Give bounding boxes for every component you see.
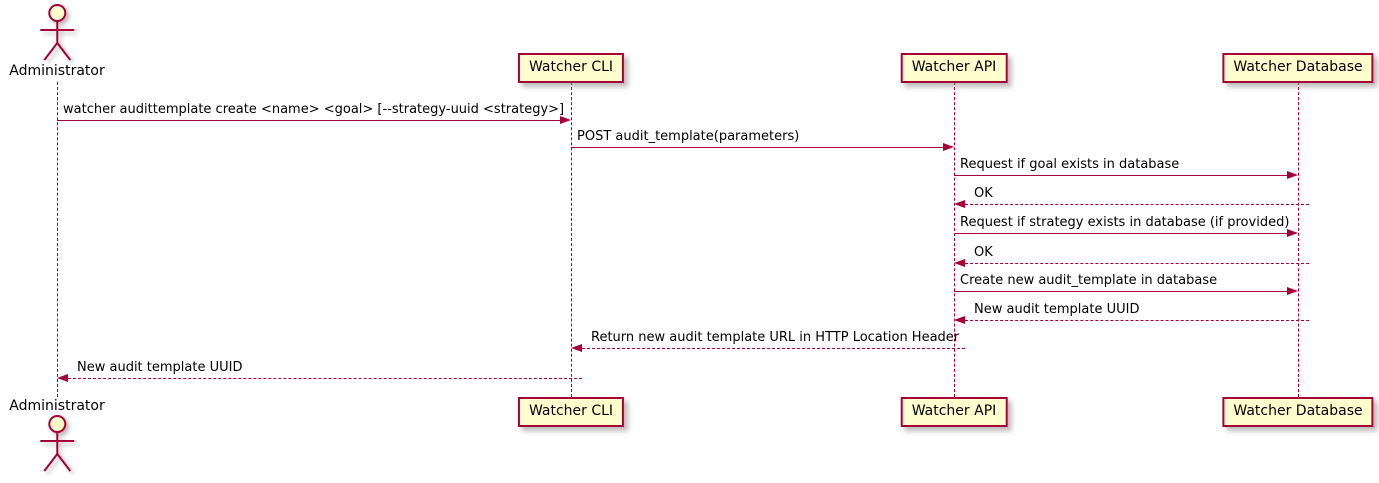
participant-watcher-database-bottom: Watcher Database bbox=[1222, 397, 1374, 427]
message-line-4 bbox=[965, 204, 1309, 205]
lifeline-administrator bbox=[57, 82, 58, 397]
message-arrowhead-1 bbox=[560, 116, 571, 124]
participant-watcher-cli-top: Watcher CLI bbox=[517, 53, 625, 83]
participant-watcher-api-top: Watcher API bbox=[900, 53, 1008, 83]
message-label-1: watcher audittemplate create <name> <goa… bbox=[63, 102, 565, 117]
actor-label: Administrator bbox=[9, 63, 105, 79]
message-label-9: Return new audit template URL in HTTP Lo… bbox=[591, 330, 960, 345]
message-line-2 bbox=[571, 147, 943, 148]
message-label-2: POST audit_template(parameters) bbox=[577, 129, 800, 144]
lifeline-watcher-database bbox=[1298, 82, 1299, 397]
actor-person-icon bbox=[40, 415, 74, 472]
lifeline-watcher-cli bbox=[571, 82, 572, 397]
lifeline-watcher-api bbox=[954, 82, 955, 397]
message-line-1 bbox=[57, 120, 560, 121]
message-arrowhead-10 bbox=[57, 374, 68, 382]
actor-administrator-top: Administrator bbox=[9, 3, 105, 79]
message-label-8: New audit template UUID bbox=[974, 302, 1140, 317]
message-line-7 bbox=[954, 291, 1287, 292]
actor-person-icon bbox=[40, 4, 74, 61]
message-label-5: Request if strategy exists in database (… bbox=[960, 215, 1290, 230]
message-arrowhead-6 bbox=[954, 259, 965, 267]
message-arrowhead-5 bbox=[1287, 229, 1298, 237]
actor-label: Administrator bbox=[9, 398, 105, 414]
message-label-4: OK bbox=[974, 186, 993, 201]
message-line-9 bbox=[582, 348, 965, 349]
message-arrowhead-8 bbox=[954, 316, 965, 324]
message-arrowhead-4 bbox=[954, 200, 965, 208]
participant-watcher-cli-bottom: Watcher CLI bbox=[517, 397, 625, 427]
message-line-8 bbox=[965, 320, 1309, 321]
message-line-5 bbox=[954, 233, 1287, 234]
message-line-3 bbox=[954, 175, 1287, 176]
message-line-6 bbox=[965, 263, 1309, 264]
message-label-6: OK bbox=[974, 245, 993, 260]
message-label-10: New audit template UUID bbox=[77, 360, 243, 375]
participant-watcher-api-bottom: Watcher API bbox=[900, 397, 1008, 427]
message-label-3: Request if goal exists in database bbox=[960, 157, 1180, 172]
message-arrowhead-2 bbox=[943, 143, 954, 151]
message-arrowhead-7 bbox=[1287, 287, 1298, 295]
message-arrowhead-9 bbox=[571, 344, 582, 352]
message-label-7: Create new audit_template in database bbox=[960, 273, 1218, 288]
message-arrowhead-3 bbox=[1287, 171, 1298, 179]
message-line-10 bbox=[68, 378, 582, 379]
actor-administrator-bottom: Administrator bbox=[9, 398, 105, 474]
participant-watcher-database-top: Watcher Database bbox=[1222, 53, 1374, 83]
